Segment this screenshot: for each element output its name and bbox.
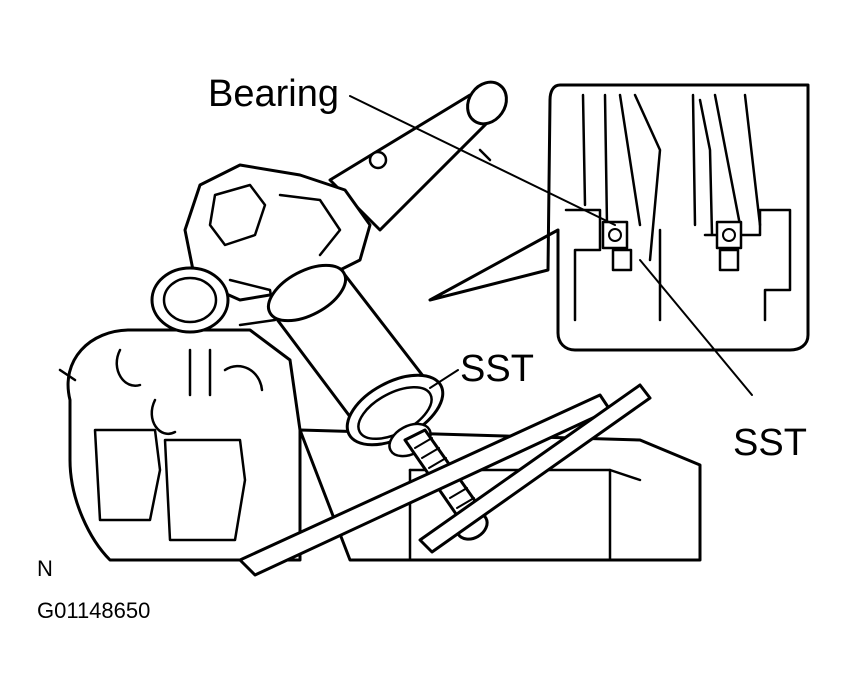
detail-inset (428, 83, 810, 352)
axle-shaft (328, 80, 508, 232)
figure-code: G01148650 (37, 598, 151, 623)
sst-label-right: SST (733, 422, 807, 464)
leader-lines (349, 95, 753, 396)
sst-puller-cylinder (267, 263, 445, 458)
sst-label-top: SST (460, 348, 534, 390)
corner-letter: N (37, 556, 53, 581)
gear-housing (58, 328, 302, 562)
bearing-label: Bearing (208, 73, 339, 115)
wrench (238, 383, 652, 577)
